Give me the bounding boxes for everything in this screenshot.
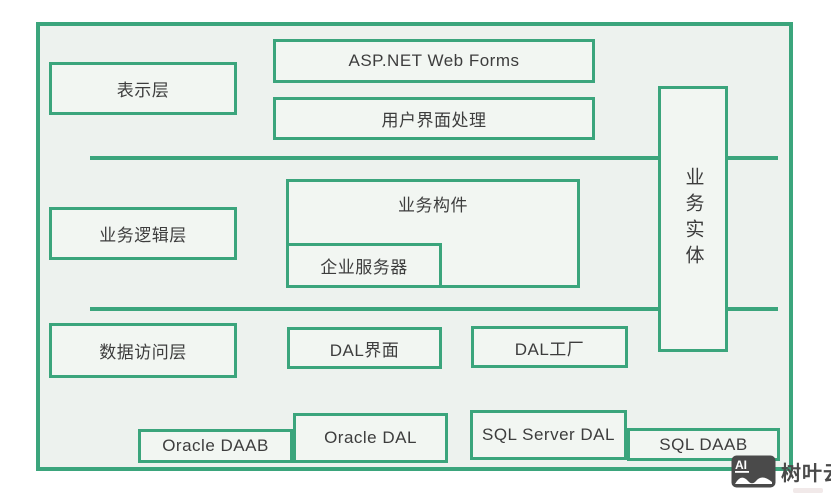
ai-photo-icon: AI — [731, 455, 776, 488]
box-sql-server-dal: SQL Server DAL — [470, 410, 627, 460]
box-enterprise-server-label: 企业服务器 — [320, 258, 408, 277]
tier-divider-1-left-segment — [90, 156, 658, 160]
box-dal-factory: DAL工厂 — [471, 326, 628, 368]
tier-divider-2-left-segment — [90, 307, 658, 311]
box-aspnet-web-forms: ASP.NET Web Forms — [273, 39, 595, 83]
box-business-entity: 业务实体 — [658, 86, 728, 352]
box-business-entity-label: 业务实体 — [682, 167, 704, 271]
watermark: AI 树叶云 — [731, 455, 831, 488]
tier-divider-2-right-segment — [728, 307, 778, 311]
box-sql-daab-label: SQL DAAB — [659, 434, 748, 454]
ai-icon-text: AI — [735, 458, 747, 472]
box-oracle-daab-label: Oracle DAAB — [162, 436, 269, 455]
box-data-access-layer-label: 数据访问层 — [99, 343, 187, 362]
faint-corner-watermark — [793, 488, 823, 493]
box-dal-factory-label: DAL工厂 — [514, 339, 585, 359]
box-oracle-daab: Oracle DAAB — [138, 429, 293, 463]
box-enterprise-server: 企业服务器 — [286, 243, 442, 288]
box-data-access-layer: 数据访问层 — [49, 323, 237, 378]
box-ui-processing: 用户界面处理 — [273, 97, 595, 140]
box-dal-interface-label: DAL界面 — [329, 340, 400, 360]
box-aspnet-web-forms-label: ASP.NET Web Forms — [348, 51, 520, 70]
box-business-component-label: 业务构件 — [398, 196, 468, 215]
tier-divider-1-right-segment — [728, 156, 778, 160]
watermark-brand-text: 树叶云 — [781, 463, 831, 485]
box-oracle-dal-label: Oracle DAL — [324, 428, 417, 447]
box-presentation-layer-label: 表示层 — [116, 81, 170, 100]
box-ui-processing-label: 用户界面处理 — [381, 111, 487, 130]
box-presentation-layer: 表示层 — [49, 62, 237, 115]
box-business-logic-layer: 业务逻辑层 — [49, 207, 237, 260]
box-business-logic-layer-label: 业务逻辑层 — [99, 226, 187, 245]
box-oracle-dal: Oracle DAL — [293, 413, 448, 463]
box-sql-server-dal-label: SQL Server DAL — [482, 425, 615, 444]
box-dal-interface: DAL界面 — [287, 327, 442, 369]
